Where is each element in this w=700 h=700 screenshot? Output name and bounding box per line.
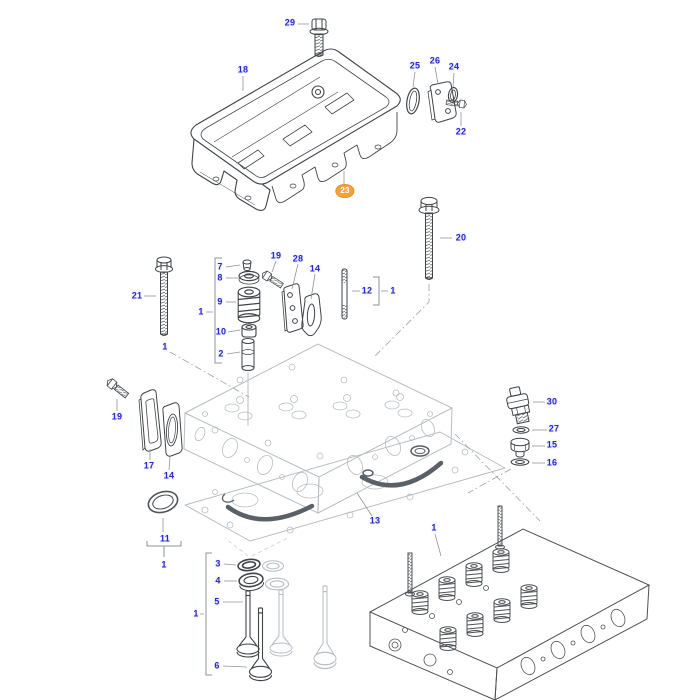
callout-15[interactable]: 15 xyxy=(546,439,558,450)
stud-long xyxy=(155,256,173,336)
callout-7[interactable]: 7 xyxy=(217,261,223,272)
callout-3[interactable]: 3 xyxy=(215,558,221,569)
callout-1[interactable]: 1 xyxy=(161,559,167,570)
callout-9[interactable]: 9 xyxy=(217,296,223,307)
valve-collets xyxy=(242,259,252,271)
cylinder-head-assembly xyxy=(368,505,651,700)
assembly-lines xyxy=(169,284,541,522)
cylinder-head-ghost xyxy=(183,343,454,514)
callout-25[interactable]: 25 xyxy=(409,60,421,71)
callout-12[interactable]: 12 xyxy=(361,285,373,296)
callout-24[interactable]: 24 xyxy=(448,61,460,72)
callout-1[interactable]: 1 xyxy=(198,306,204,317)
valve-cover xyxy=(190,48,401,212)
valve-ghost-links xyxy=(224,537,289,557)
temp-sensor xyxy=(506,386,531,425)
group-brackets xyxy=(146,257,380,676)
callout-19[interactable]: 19 xyxy=(270,250,282,261)
cover-oring-large xyxy=(406,87,420,115)
cover-bolt xyxy=(309,18,329,57)
callout-18[interactable]: 18 xyxy=(237,64,249,75)
callout-16[interactable]: 16 xyxy=(546,457,558,468)
callout-2[interactable]: 2 xyxy=(218,348,224,359)
stud-12 xyxy=(341,268,348,320)
seat-ring-4 xyxy=(238,572,264,592)
port-seal xyxy=(147,490,179,514)
head-gasket xyxy=(184,431,506,542)
spring-retainer xyxy=(238,270,260,285)
plate-14-lower xyxy=(162,402,183,457)
callout-22[interactable]: 22 xyxy=(455,126,467,137)
leader-lines xyxy=(116,23,547,668)
plug-15 xyxy=(510,437,530,458)
callout-10[interactable]: 10 xyxy=(215,326,227,337)
callout-6[interactable]: 6 xyxy=(214,660,220,671)
callout-1[interactable]: 1 xyxy=(390,285,396,296)
callout-30[interactable]: 30 xyxy=(546,396,558,407)
callout-29[interactable]: 29 xyxy=(284,17,296,28)
callout-20[interactable]: 20 xyxy=(455,232,467,243)
head-bolt-long xyxy=(418,196,440,280)
plate-17 xyxy=(138,389,162,452)
callout-1[interactable]: 1 xyxy=(431,522,437,533)
callout-23-highlighted[interactable]: 23 xyxy=(335,184,355,198)
callout-27[interactable]: 27 xyxy=(548,423,560,434)
callout-8[interactable]: 8 xyxy=(217,272,223,283)
valve-stem-seal xyxy=(241,323,257,338)
callout-1[interactable]: 1 xyxy=(193,608,199,619)
plate-28 xyxy=(281,283,304,333)
flange-14-upper xyxy=(301,293,322,337)
valve-guide xyxy=(241,338,255,371)
breather-cover xyxy=(427,81,457,123)
callout-4[interactable]: 4 xyxy=(215,575,221,586)
callout-26[interactable]: 26 xyxy=(429,55,441,66)
callout-14[interactable]: 14 xyxy=(163,470,175,481)
callout-1[interactable]: 1 xyxy=(162,341,168,352)
callout-11[interactable]: 11 xyxy=(160,533,170,544)
callout-14[interactable]: 14 xyxy=(309,263,321,274)
callout-5[interactable]: 5 xyxy=(214,596,220,607)
callout-21[interactable]: 21 xyxy=(131,290,143,301)
callout-17[interactable]: 17 xyxy=(143,460,155,471)
callout-28[interactable]: 28 xyxy=(292,253,304,264)
callout-13[interactable]: 13 xyxy=(369,515,381,526)
callout-19[interactable]: 19 xyxy=(111,411,123,422)
